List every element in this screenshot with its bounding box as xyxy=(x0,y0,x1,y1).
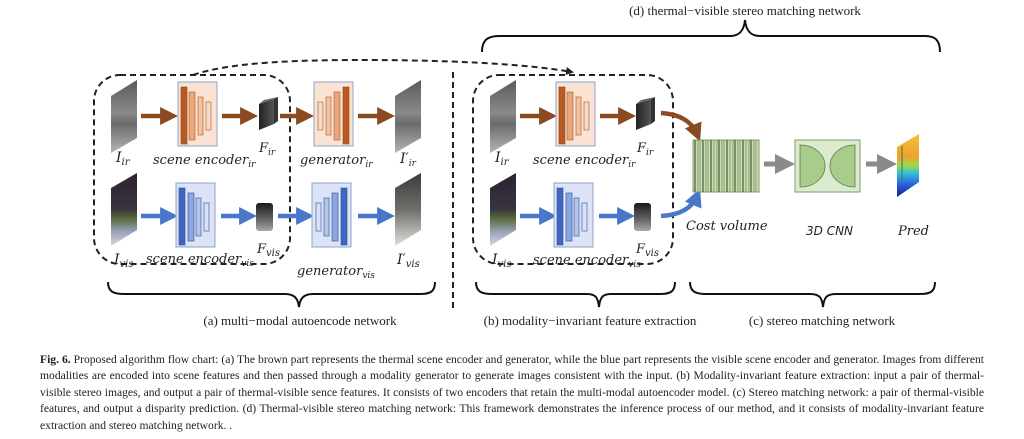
thermal-input-image xyxy=(111,80,137,153)
caption-fig-label: Fig. 6. xyxy=(40,353,71,366)
label-F-vis-b: Fvis xyxy=(635,242,659,259)
label-scene-encoder-vis-b: scene encodervis xyxy=(533,253,641,270)
title-d: (d) thermal−visible stereo matching netw… xyxy=(629,3,861,18)
brace-c xyxy=(689,281,936,308)
caption-text: Proposed algorithm flow chart: (a) The b… xyxy=(40,353,984,432)
algorithm-flow-diagram: (d) thermal−visible stereo matching netw… xyxy=(93,3,941,328)
label-I-ir-a: Iir xyxy=(115,150,131,168)
label-cost-volume: Cost volume xyxy=(686,219,768,234)
title-b: (b) modality−invariant feature extractio… xyxy=(484,313,697,328)
label-I-vis-b: Ivis xyxy=(491,252,512,270)
weight-transfer-dashed-arrow xyxy=(192,58,574,76)
arrow-ir-to-cost-volume xyxy=(660,110,702,142)
label-F-ir-a: Fir xyxy=(258,141,276,158)
feature-vis-a xyxy=(256,203,273,231)
scene-encoder-vis-a xyxy=(175,182,216,248)
figure-caption: Fig. 6. Proposed algorithm flow chart: (… xyxy=(40,352,984,434)
scene-encoder-ir-a xyxy=(177,81,218,147)
label-scene-encoder-ir-a: scene encoderir xyxy=(153,153,256,170)
generator-vis xyxy=(311,182,352,248)
feature-vis-b xyxy=(634,203,651,231)
scene-encoder-ir-b xyxy=(555,81,596,147)
label-I-vis-prime: I′vis xyxy=(396,252,420,270)
brace-a xyxy=(107,281,436,308)
label-generator-ir: generatorir xyxy=(300,153,373,170)
cost-volume xyxy=(692,139,760,193)
label-I-ir-prime: I′ir xyxy=(399,151,417,169)
label-F-ir-b: Fir xyxy=(636,141,654,158)
label-I-ir-b: Iir xyxy=(494,150,510,168)
encoder-group-a xyxy=(93,74,291,265)
label-pred: Pred xyxy=(897,224,929,239)
label-scene-encoder-vis-a: scene encodervis xyxy=(146,252,254,269)
label-I-vis-a: Ivis xyxy=(113,252,134,270)
scene-encoder-vis-b xyxy=(553,182,594,248)
title-c: (c) stereo matching network xyxy=(749,313,896,328)
label-F-vis-a: Fvis xyxy=(256,242,280,259)
encoder-group-b xyxy=(472,74,674,265)
feature-ir-b xyxy=(636,97,655,130)
generator-ir xyxy=(313,81,354,147)
feature-ir-a xyxy=(259,97,278,130)
thermal-input-image-b xyxy=(490,80,516,153)
label-scene-encoder-ir-b: scene encoderir xyxy=(533,153,636,170)
label-3d-cnn: 3D CNN xyxy=(806,224,853,238)
label-generator-vis: generatorvis xyxy=(297,264,375,281)
visible-input-image xyxy=(111,173,137,246)
arrow-vis-to-cost-volume xyxy=(660,188,702,219)
title-a: (a) multi−modal autoencode network xyxy=(203,313,397,328)
prediction-disparity-map xyxy=(897,134,919,197)
brace-d xyxy=(481,19,941,53)
brace-b xyxy=(475,281,676,308)
cnn-3d-block xyxy=(794,139,861,193)
visible-input-image-b xyxy=(490,173,516,246)
visible-reconstructed-image xyxy=(395,173,421,246)
thermal-reconstructed-image xyxy=(395,80,421,153)
